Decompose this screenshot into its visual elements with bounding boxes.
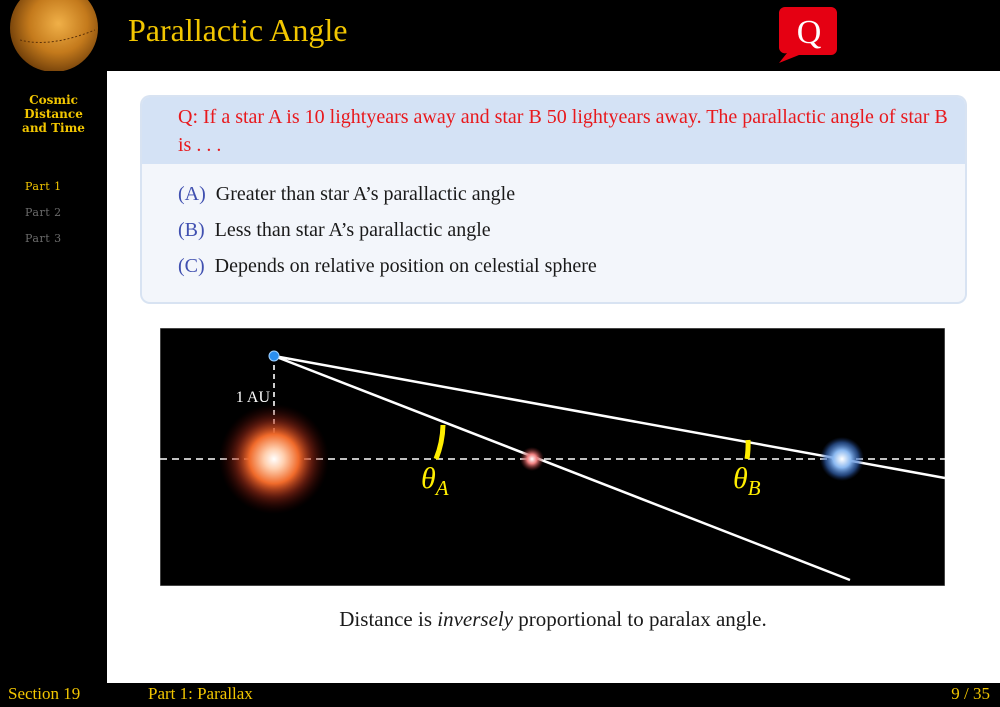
theta-b-label: θB <box>733 462 761 500</box>
star-b-icon <box>820 437 864 481</box>
question-header: Q: If a star A is 10 lightyears away and… <box>142 97 965 164</box>
option-c-text: Depends on relative position on celestia… <box>214 255 597 277</box>
option-b-text: Less than star A’s parallactic angle <box>214 219 491 241</box>
sidebar-item-part-1[interactable]: Part 1 <box>25 180 62 193</box>
au-label: 1 AU <box>236 389 271 406</box>
option-a: (A) Greater than star A’s parallactic ang… <box>178 183 515 206</box>
question-badge-label: Q <box>797 14 822 51</box>
option-a-text: Greater than star A’s parallactic angle <box>215 183 516 205</box>
sightline-star-a <box>273 354 851 582</box>
sidebar: Cosmic Distance and Time Part 1 Part 2 P… <box>0 71 107 683</box>
caption-emphasis: inversely <box>437 607 514 631</box>
slide-header: Parallactic Angle Q <box>0 0 1000 71</box>
caption-before: Distance is <box>339 607 438 631</box>
question-badge-icon: Q <box>778 5 837 63</box>
sidebar-title-line: Distance <box>24 107 83 121</box>
question-text: Q: If a star A is 10 lightyears away and… <box>178 106 948 156</box>
sun-logo <box>0 0 107 71</box>
sun-icon <box>219 404 329 514</box>
sidebar-item-part-2[interactable]: Part 2 <box>25 206 62 219</box>
footer-page-number: 9 / 35 <box>951 684 990 703</box>
star-a-icon <box>520 447 544 471</box>
slide-footer: Section 19 Part 1: Parallax 9 / 35 <box>0 683 1000 707</box>
diagram-caption: Distance is inversely proportional to pa… <box>0 607 1000 632</box>
earth-icon <box>268 350 280 362</box>
theta-b-sub: B <box>748 476 761 500</box>
option-c: (C) Depends on relative position on celes… <box>178 255 597 278</box>
theta-b-arc <box>744 439 751 460</box>
sidebar-item-part-3[interactable]: Part 3 <box>25 232 62 245</box>
option-a-label: (A) <box>178 183 206 205</box>
sidebar-title-line: and Time <box>22 121 85 135</box>
slide-title: Parallactic Angle <box>128 12 348 48</box>
footer-section: Section 19 <box>8 684 81 703</box>
option-c-label: (C) <box>178 255 205 277</box>
question-box: Q: If a star A is 10 lightyears away and… <box>142 97 965 302</box>
theta-b-symbol: θ <box>733 462 748 495</box>
caption-after: proportional to paralax angle. <box>513 607 767 631</box>
option-b: (B) Less than star A’s parallactic angle <box>178 219 491 242</box>
theta-a-label: θA <box>421 462 449 500</box>
theta-a-sub: A <box>434 476 449 500</box>
theta-a-arc <box>433 424 446 460</box>
sidebar-title: Cosmic Distance and Time <box>0 93 107 135</box>
footer-part: Part 1: Parallax <box>148 684 253 703</box>
theta-a-symbol: θ <box>421 462 436 495</box>
sidebar-title-line: Cosmic <box>29 93 78 107</box>
option-b-label: (B) <box>178 219 205 241</box>
parallax-diagram: 1 AU θA θB <box>159 327 946 587</box>
